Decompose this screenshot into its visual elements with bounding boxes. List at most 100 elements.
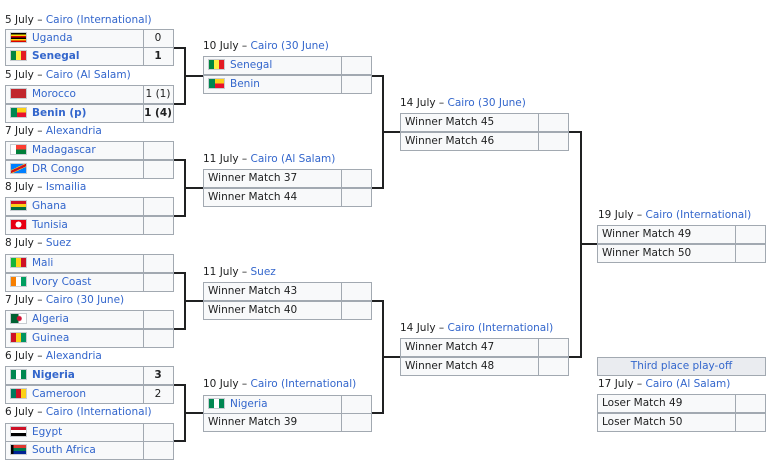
team-name[interactable]: Uganda — [32, 32, 73, 44]
bracket-line — [184, 300, 203, 302]
team-row: Winner Match 48 — [400, 357, 569, 376]
team-name[interactable]: Guinea — [32, 332, 70, 344]
team-name[interactable]: Ghana — [32, 200, 67, 212]
bracket-line — [372, 187, 383, 189]
team-cell: Algeria — [6, 311, 144, 328]
team-row: Winner Match 46 — [400, 132, 569, 151]
match-header: 11 July – Suez — [203, 266, 276, 278]
team-cell: Senegal — [6, 48, 144, 65]
venue-link[interactable]: Cairo (International) — [45, 406, 152, 418]
team-cell: Mali — [6, 255, 144, 272]
team-name[interactable]: Benin — [230, 78, 260, 90]
team-name[interactable]: Senegal — [230, 59, 273, 71]
venue-link[interactable]: Cairo (Al Salam) — [250, 153, 336, 165]
team-cell: Winner Match 47 — [401, 339, 539, 356]
team-cell: Winner Match 46 — [401, 133, 539, 150]
venue-link[interactable]: Alexandria — [45, 125, 102, 137]
team-row: Winner Match 39 — [203, 413, 372, 432]
team-name[interactable]: DR Congo — [32, 163, 85, 175]
team-row: Cameroon 2 — [5, 385, 174, 404]
venue-link[interactable]: Cairo (International) — [45, 14, 152, 26]
team-name[interactable]: Nigeria — [32, 369, 75, 381]
score-cell: 1 (1) — [145, 88, 171, 100]
team-name[interactable]: Benin (p) — [32, 107, 87, 119]
team-name[interactable]: Egypt — [32, 426, 63, 438]
score-cell — [143, 330, 173, 347]
score-cell — [341, 189, 371, 206]
venue-link[interactable]: Cairo (30 June) — [447, 97, 526, 109]
team-name[interactable]: Cameroon — [32, 388, 87, 400]
score-cell — [143, 255, 173, 272]
match-header: 17 July – Cairo (Al Salam) — [598, 378, 731, 390]
team-row: South Africa — [5, 441, 174, 460]
team-name[interactable]: Ivory Coast — [32, 276, 92, 288]
score-cell — [538, 133, 568, 150]
team-cell: Morocco — [6, 86, 144, 103]
senegal-flag-icon — [10, 50, 27, 61]
venue-link[interactable]: Cairo (International) — [250, 378, 357, 390]
team-name[interactable]: Morocco — [32, 88, 76, 100]
third-place-title[interactable]: Third place play-off — [597, 357, 766, 376]
team-row: Winner Match 37 — [203, 169, 372, 188]
ghana-flag-icon — [10, 200, 27, 211]
score-cell — [538, 114, 568, 131]
team-name[interactable]: Mali — [32, 257, 54, 269]
team-row: Senegal — [203, 56, 372, 75]
team-row: Loser Match 49 — [597, 394, 766, 413]
match-header: 7 July – Cairo (30 June) — [5, 294, 125, 306]
team-name[interactable]: Algeria — [32, 313, 69, 325]
team-row: Nigeria 3 — [5, 366, 174, 385]
team-row: Benin — [203, 75, 372, 94]
team-row: Winner Match 43 — [203, 282, 372, 301]
mali-flag-icon — [10, 257, 27, 268]
algeria-flag-icon — [10, 313, 27, 324]
match-header: 5 July – Cairo (Al Salam) — [5, 69, 131, 81]
venue-link[interactable]: Ismailia — [45, 181, 87, 193]
team-row: Ivory Coast — [5, 273, 174, 292]
team-cell: Ivory Coast — [6, 274, 144, 291]
match-header: 8 July – Suez — [5, 237, 72, 249]
team-name[interactable]: Senegal — [32, 50, 80, 62]
team-name[interactable]: Madagascar — [32, 144, 96, 156]
bracket-line — [184, 187, 203, 189]
benin-flag-icon — [10, 107, 27, 118]
team-cell: Nigeria — [6, 367, 144, 384]
venue-link[interactable]: Cairo (Al Salam) — [45, 69, 131, 81]
score-cell — [143, 217, 173, 234]
team-cell: Winner Match 49 — [598, 226, 736, 243]
venue-link[interactable]: Alexandria — [45, 350, 102, 362]
score-cell — [735, 226, 765, 243]
match-header: 10 July – Cairo (30 June) — [203, 40, 329, 52]
team-row: DR Congo — [5, 160, 174, 179]
guinea-flag-icon — [10, 332, 27, 343]
team-cell: Senegal — [204, 57, 342, 74]
team-cell: Winner Match 43 — [204, 283, 342, 300]
venue-link[interactable]: Cairo (30 June) — [45, 294, 125, 306]
match-header: 11 July – Cairo (Al Salam) — [203, 153, 336, 165]
score-cell — [143, 274, 173, 291]
score-cell: 3 — [154, 369, 162, 381]
ivorycoast-flag-icon — [10, 276, 27, 287]
venue-link[interactable]: Cairo (International) — [645, 209, 752, 221]
egypt-flag-icon — [10, 426, 27, 437]
team-name[interactable]: Nigeria — [230, 398, 268, 410]
venue-link[interactable]: Suez — [45, 237, 72, 249]
team-name[interactable]: South Africa — [32, 444, 96, 456]
venue-link[interactable]: Cairo (30 June) — [250, 40, 329, 52]
score-cell — [341, 414, 371, 431]
team-row: Loser Match 50 — [597, 413, 766, 432]
score-cell — [735, 395, 765, 412]
score-cell: 1 — [154, 50, 162, 62]
madagascar-flag-icon — [10, 144, 27, 155]
venue-link[interactable]: Cairo (Al Salam) — [645, 378, 731, 390]
team-cell: Winner Match 44 — [204, 189, 342, 206]
nigeria-flag-icon — [10, 369, 27, 380]
venue-link[interactable]: Cairo (International) — [447, 322, 554, 334]
team-cell: Winner Match 37 — [204, 170, 342, 187]
team-name[interactable]: Tunisia — [32, 219, 68, 231]
bracket-line — [569, 356, 581, 358]
team-cell: DR Congo — [6, 161, 144, 178]
venue-link[interactable]: Suez — [250, 266, 276, 278]
team-cell: Nigeria — [204, 396, 342, 413]
team-row: Winner Match 47 — [400, 338, 569, 357]
